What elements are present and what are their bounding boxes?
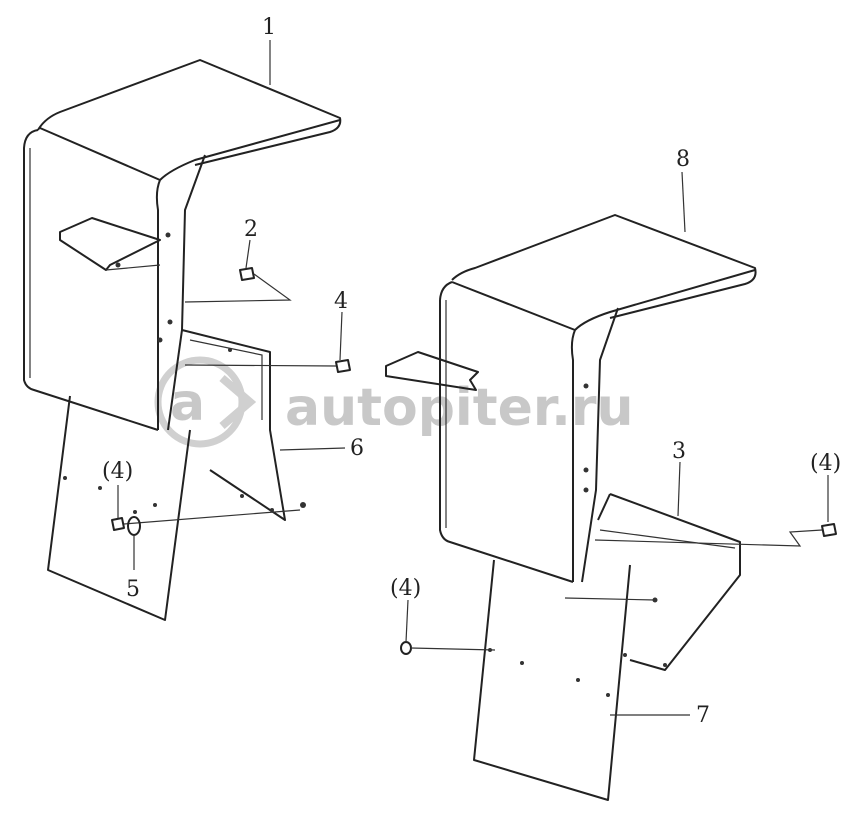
bolt-4a (111, 509, 301, 531)
label-1: 1 (262, 15, 276, 40)
right-fender (385, 214, 757, 583)
label-3: 3 (672, 439, 686, 464)
left-flap-bracket (181, 329, 306, 521)
left-fender (23, 59, 342, 431)
bolt-4c (400, 641, 496, 655)
label-4a: (4) (102, 459, 133, 484)
washer-5 (127, 516, 141, 536)
watermark-arrow (219, 374, 257, 430)
bolt-4b (594, 523, 837, 547)
bolt-4 (184, 359, 351, 373)
right-mud-flap (473, 559, 658, 801)
label-7: 7 (696, 703, 710, 728)
label-4c: (4) (390, 576, 421, 601)
watermark: a autopiter.ru (154, 356, 634, 448)
leader-lines (117, 40, 829, 716)
label-8: 8 (676, 147, 690, 172)
left-mud-flap (47, 395, 191, 621)
right-flap-bracket (597, 493, 741, 671)
watermark-badge: a (170, 373, 205, 433)
label-4: 4 (334, 289, 348, 314)
label-4b: (4) (810, 451, 841, 476)
bolt-2 (184, 267, 292, 303)
label-5: 5 (126, 577, 140, 602)
label-2: 2 (244, 217, 258, 242)
label-6: 6 (350, 436, 364, 461)
